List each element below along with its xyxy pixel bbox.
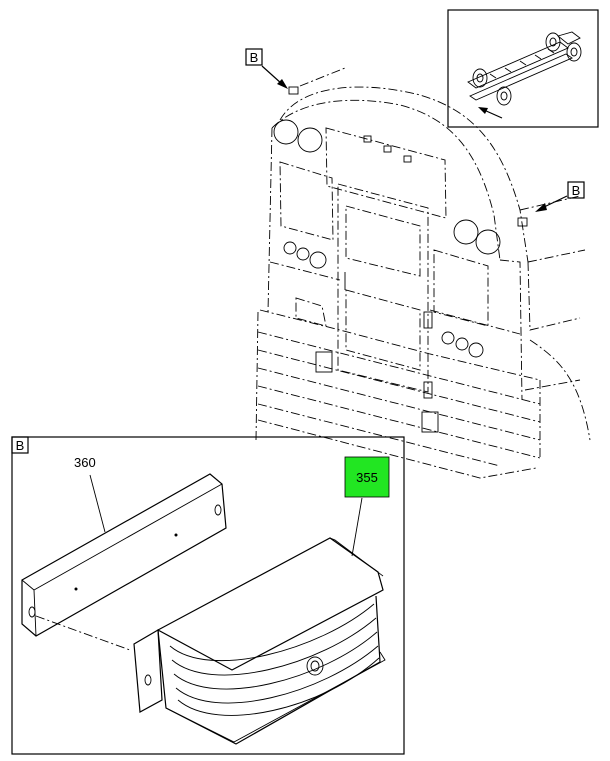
alignment-line (35, 615, 131, 651)
chassis-locator-inset (447, 9, 599, 128)
detail-view-b: B 360 (11, 436, 405, 755)
leader-line-360 (89, 474, 106, 533)
inset-frame (447, 9, 599, 128)
reference-callout-top: B (245, 48, 288, 89)
reference-callout-right: B (535, 181, 585, 212)
detail-tag-label: B (16, 438, 25, 453)
detail-frame (11, 436, 405, 755)
locator-arrow-icon (478, 107, 503, 119)
part-number-355-highlight[interactable] (344, 456, 390, 498)
mounting-bracket (21, 473, 227, 637)
reference-label-right: B (572, 183, 581, 198)
leader-line-355 (351, 497, 363, 557)
part-number-360: 360 (74, 455, 96, 470)
part-number-355[interactable]: 355 (356, 470, 378, 485)
arrow-icon (277, 79, 288, 89)
clearance-lamp-right (517, 217, 528, 227)
clearance-lamp-top (288, 86, 299, 95)
chassis-frame-icon (467, 31, 582, 106)
arrow-icon (535, 203, 547, 212)
tail-lamp (133, 537, 386, 745)
lamp-bolt-icon (306, 656, 324, 676)
bus-rear-view (255, 67, 591, 479)
reference-label-top: B (250, 50, 259, 65)
